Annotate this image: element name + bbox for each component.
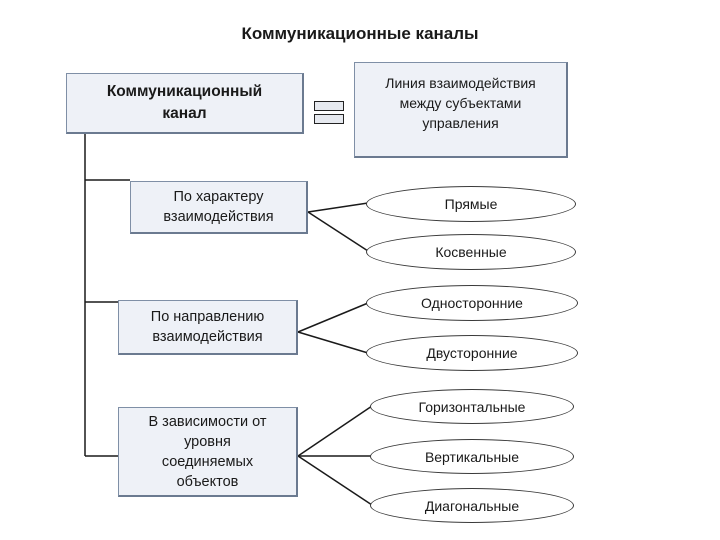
- link-line-2b: [297, 331, 369, 354]
- oval-diagonal: Диагональные: [370, 488, 574, 523]
- category-label: В зависимости от уровня соединяемых объе…: [148, 413, 267, 490]
- definition-box: Линия взаимодействия между субъектами уп…: [354, 62, 568, 158]
- oval-two-way: Двусторонние: [366, 335, 578, 371]
- category-box-object-level: В зависимости от уровня соединяемых объе…: [118, 407, 298, 497]
- equivalence-sign-bottom-bar: [314, 114, 344, 124]
- oval-horizontal: Горизонтальные: [370, 389, 574, 424]
- diagram-title: Коммуникационные каналы: [241, 24, 479, 43]
- category-label: По направлению взаимодействия: [150, 309, 265, 345]
- oval-direct: Прямые: [366, 186, 576, 222]
- category-label: По характеру взаимодействия: [163, 189, 274, 225]
- oval-one-way: Односторонние: [366, 285, 578, 321]
- main-term-label: Коммуникационный канал: [106, 83, 263, 122]
- category-box-interaction-direction: По направлению взаимодействия: [118, 300, 298, 355]
- link-line-3a: [297, 405, 373, 457]
- link-line-1a: [307, 202, 369, 213]
- main-term-box: Коммуникационный канал: [66, 73, 304, 134]
- link-line-2a: [297, 302, 369, 333]
- category-box-interaction-character: По характеру взаимодействия: [130, 181, 308, 234]
- link-line-3c: [297, 455, 373, 506]
- definition-label: Линия взаимодействия между субъектами уп…: [385, 75, 536, 131]
- oval-indirect: Косвенные: [366, 234, 576, 270]
- oval-vertical: Вертикальные: [370, 439, 574, 474]
- link-line-1b: [307, 211, 369, 252]
- equivalence-sign-top-bar: [314, 101, 344, 111]
